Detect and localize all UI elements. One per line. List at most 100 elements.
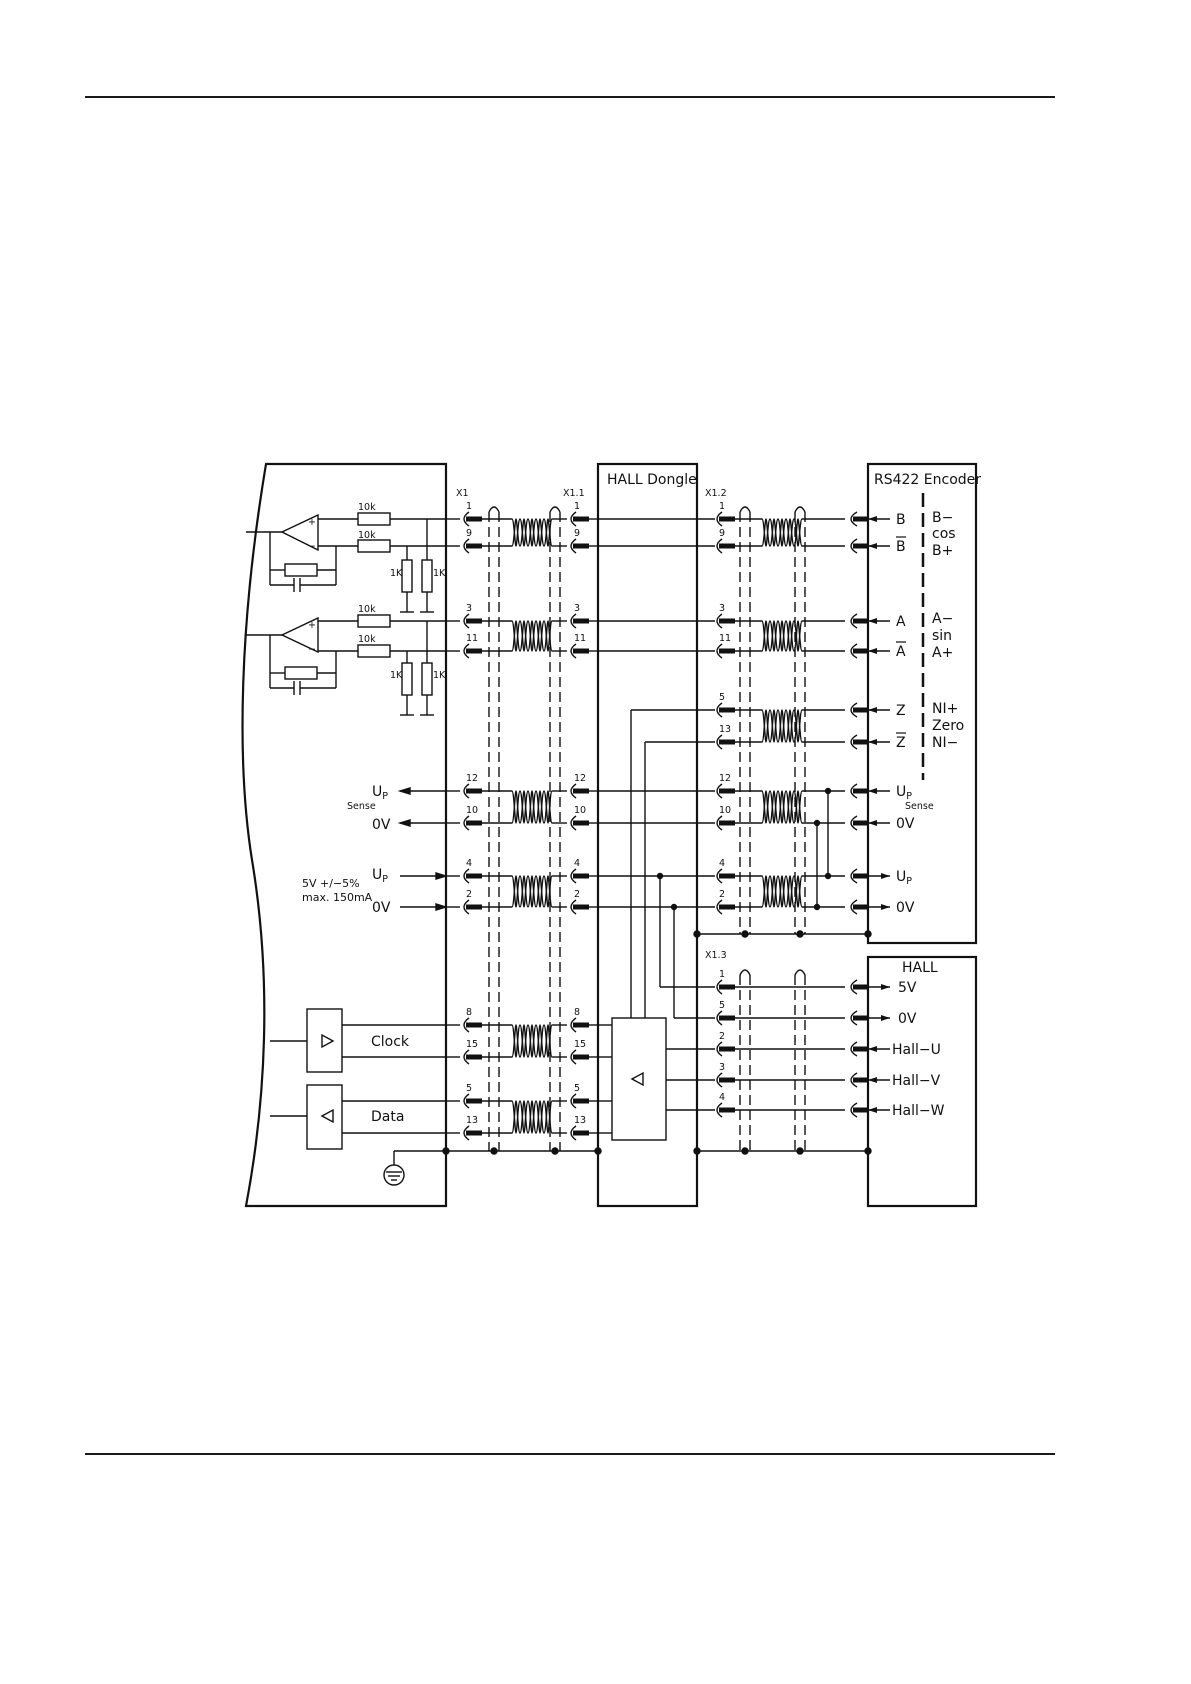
dongle-title: HALL Dongle — [607, 472, 697, 488]
amp-a-minus: − — [308, 644, 316, 655]
enc-0v-label: 0V — [896, 900, 915, 916]
res-1k-1: 1K — [390, 568, 403, 579]
enc-pin-3 — [853, 648, 868, 654]
hall-socket-4 — [850, 1102, 858, 1118]
data-driver — [270, 1084, 446, 1150]
x12-pin-13: 13 — [719, 724, 731, 735]
x11-plug-6-pin — [573, 873, 589, 879]
twisted-pair-a-2-a — [511, 790, 553, 824]
twisted-pair-a-5-b — [511, 1100, 553, 1134]
enc-pin-7 — [853, 820, 868, 826]
x12-plug-1-socket — [716, 538, 723, 554]
res-1k-2: 1K — [433, 568, 446, 579]
x11-plug-4-socket — [570, 783, 577, 799]
x11-plug-7-pin — [573, 904, 589, 910]
x12-plug-8-pin — [719, 873, 735, 879]
x11-plug-11-socket — [570, 1125, 577, 1141]
x1-plug-11-socket — [463, 1125, 470, 1141]
enc-sig-arrow-5 — [868, 739, 877, 745]
twisted-pair-a-1-a — [511, 620, 553, 652]
encoder-title: RS422 Encoder — [874, 472, 981, 488]
enc-desc-3: A− — [932, 611, 953, 627]
enc-desc-8: NI− — [932, 735, 958, 751]
x1-plug-4-socket — [463, 783, 470, 799]
footer-rule — [85, 1453, 1055, 1455]
x12-pin-9: 9 — [719, 528, 725, 539]
enc-pin-4 — [853, 707, 868, 713]
drive-block — [241, 462, 448, 1208]
x1-plug-10-pin — [466, 1098, 482, 1104]
x1-plug-11-pin — [466, 1130, 482, 1136]
x11-plug-10-socket — [570, 1093, 577, 1109]
drive-up-supply: UP — [372, 867, 388, 885]
x11-plug-1-socket — [570, 538, 577, 554]
drive-supply-spec-1: 5V +/−5% — [302, 877, 360, 890]
hall-socket-1 — [850, 1010, 858, 1026]
x11-pin-15: 15 — [574, 1039, 586, 1050]
shield-b-right-cap — [794, 506, 806, 513]
x11-pin-10: 10 — [574, 805, 586, 816]
x12-pin-12: 12 — [719, 773, 731, 784]
enc-sig-arrow-2 — [868, 618, 877, 624]
x11-plug-4-pin — [573, 788, 589, 794]
x1-plug-2-pin — [466, 618, 482, 624]
connector-x11: X1.1 — [563, 488, 585, 499]
x1-plug-10-socket — [463, 1093, 470, 1109]
enc-desc-7: Zero — [932, 718, 964, 734]
x1-plug-6-pin — [466, 873, 482, 879]
hall-signal-0: 5V — [898, 980, 917, 996]
hall-arrow-1 — [881, 1015, 890, 1021]
x11-plug-2-socket — [570, 613, 577, 629]
shield-a-right-cap — [549, 506, 561, 513]
x13-plug-0-socket — [716, 979, 723, 995]
twisted-pair-b-3-b — [761, 790, 803, 824]
twisted-pair-a-4-b — [511, 1024, 553, 1058]
hall-socket-3 — [850, 1072, 858, 1088]
x1-plug-5-pin — [466, 820, 482, 826]
x12-plug-4-pin — [719, 707, 735, 713]
drive-0v-sense: 0V — [372, 817, 391, 833]
enc-up-label: UP — [896, 784, 912, 802]
x11-plug-5-socket — [570, 815, 577, 831]
x1-plug-0-pin — [466, 516, 482, 522]
drive-supply-spec-2: max. 150mA — [302, 891, 373, 904]
x13-plug-3-pin — [719, 1077, 735, 1083]
x11-pin-11: 11 — [574, 633, 586, 644]
x11-plug-9-pin — [573, 1054, 589, 1060]
res-10k-3: 10k — [358, 604, 376, 615]
x1-plug-3-socket — [463, 643, 470, 659]
x11-plug-0-socket — [570, 511, 577, 527]
twisted-pair-a-1-b — [511, 620, 553, 652]
amp-a-plus: + — [308, 620, 316, 631]
x12-pin-3: 3 — [719, 603, 725, 614]
x11-plug-0-pin — [573, 516, 589, 522]
x11-plug-7-socket — [570, 899, 577, 915]
x12-pin-4: 4 — [719, 858, 725, 869]
enc-signal-a-bar: A — [896, 644, 906, 660]
hall-pin-2 — [853, 1046, 868, 1052]
x12-plug-7-pin — [719, 820, 735, 826]
x12-pin-11: 11 — [719, 633, 731, 644]
x11-plug-2-pin — [573, 618, 589, 624]
input-amp-b — [246, 512, 446, 613]
enc-pin-5 — [853, 739, 868, 745]
x1-plug-1-pin — [466, 543, 482, 549]
enc-signal-z-bar: Z — [896, 735, 906, 751]
x11-pin-3: 3 — [574, 603, 580, 614]
x12-plug-3-pin — [719, 648, 735, 654]
enc-pwr-arrow-2 — [881, 873, 890, 879]
connector-x13: X1.3 — [705, 950, 727, 961]
hall-arrow-2 — [868, 1046, 877, 1052]
x1-plug-3-pin — [466, 648, 482, 654]
enc-pin-6 — [853, 788, 868, 794]
enc-socket-8 — [850, 868, 858, 884]
x1-plug-0-socket — [463, 511, 470, 527]
x11-plug-10-pin — [573, 1098, 589, 1104]
x11-plug-6-socket — [570, 868, 577, 884]
x11-plug-11-pin — [573, 1130, 589, 1136]
connector-x12: X1.2 — [705, 488, 727, 499]
hall-signal-1: 0V — [898, 1011, 917, 1027]
x13-plug-4-pin — [719, 1107, 735, 1113]
